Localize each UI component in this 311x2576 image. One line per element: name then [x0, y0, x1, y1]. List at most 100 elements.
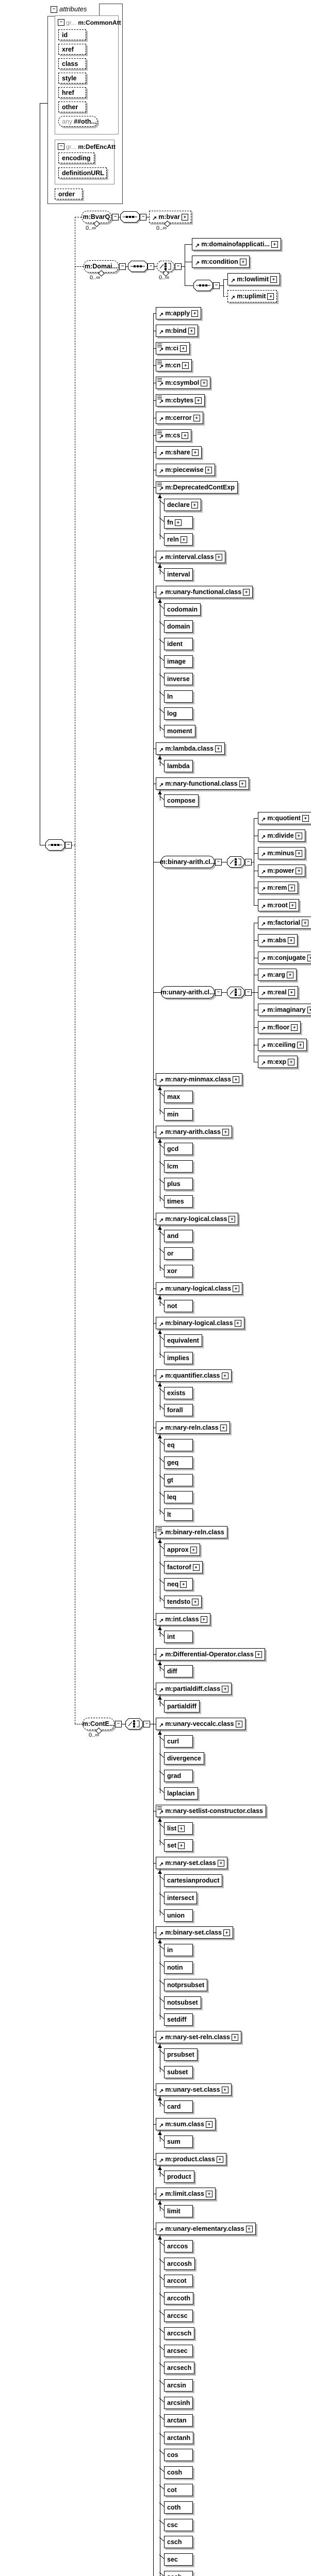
choice-compositor-icon[interactable]	[227, 856, 244, 870]
substitution-member-box[interactable]: gcd	[164, 1143, 193, 1155]
element-box[interactable]: ↗m:nary-set.class+	[156, 1857, 227, 1869]
expand-icon[interactable]: +	[192, 1598, 199, 1605]
element-box[interactable]: ↗m:csymbol+	[156, 377, 211, 389]
substitution-member-box[interactable]: image	[164, 655, 193, 668]
expand-icon[interactable]: +	[205, 466, 212, 473]
element-box[interactable]: ↗m:quotient+	[258, 812, 311, 824]
expand-icon[interactable]: +	[223, 1929, 230, 1936]
substitution-member-box[interactable]: in	[164, 1944, 193, 1956]
element-box[interactable]: ↗m:piecewise+	[156, 464, 215, 476]
collapse-icon[interactable]: −	[58, 143, 64, 150]
substitution-member-box[interactable]: neq+	[164, 1578, 193, 1590]
substitution-member-box[interactable]: notprsubset	[164, 1979, 208, 1991]
expand-icon[interactable]: +	[180, 1581, 187, 1588]
element-box[interactable]: ↗m:cbytes+	[156, 394, 205, 406]
element-box[interactable]: ↗m:unary-elementary.class+	[156, 2223, 256, 2235]
expand-icon[interactable]: +	[222, 1128, 229, 1136]
substitution-member-box[interactable]: times	[164, 1195, 193, 1208]
substitution-member-box[interactable]: reln+	[164, 533, 193, 546]
element-box[interactable]: ↗m:quantifier.class+	[156, 1369, 232, 1382]
expand-icon[interactable]: +	[188, 327, 195, 334]
expand-icon[interactable]: +	[190, 1546, 197, 1553]
element-box[interactable]: ↗m:nary-arith.class+	[156, 1126, 232, 1138]
substitution-member-box[interactable]: cosh	[164, 2466, 193, 2479]
substitution-member-box[interactable]: arccsch	[164, 2327, 195, 2340]
substitution-member-box[interactable]: implies	[164, 1352, 193, 1364]
substitution-member-box[interactable]: arccot	[164, 2275, 193, 2287]
expand-icon[interactable]: +	[179, 345, 187, 352]
element-box[interactable]: ↗m:condition+	[192, 256, 250, 268]
attribute-box[interactable]: id	[58, 29, 86, 40]
substitution-member-box[interactable]: grad	[164, 1770, 193, 1782]
expand-icon[interactable]: +	[182, 362, 189, 369]
element-box[interactable]: ↗m:bvar+	[149, 211, 191, 223]
element-box[interactable]: ↗m:exp+	[258, 1056, 298, 1068]
element-box[interactable]: ↗m:Differential-Operator.class+	[156, 1648, 265, 1660]
substitution-member-box[interactable]: min	[164, 1108, 193, 1121]
element-box[interactable]: ↗m:lambda.class+	[156, 742, 225, 755]
substitution-member-box[interactable]: lambda	[164, 760, 193, 772]
element-box[interactable]: ↗m:share+	[156, 446, 202, 459]
expand-icon[interactable]: +	[295, 832, 302, 839]
element-box[interactable]: ↗m:minus+	[258, 847, 306, 859]
expand-icon[interactable]: +	[181, 213, 188, 221]
element-box[interactable]: ↗m:limit.class+	[156, 2188, 216, 2200]
attribute-box[interactable]: xref	[58, 44, 86, 55]
group-ref-bubble[interactable]: m:unary-arith.cl...	[161, 986, 215, 998]
attribute-box[interactable]: href	[58, 87, 86, 98]
substitution-member-box[interactable]: cartesianproduct	[164, 1874, 223, 1887]
substitution-member-box[interactable]: csch	[164, 2536, 193, 2548]
substitution-member-box[interactable]: ln	[164, 690, 193, 703]
element-box[interactable]: ↗m:bind+	[156, 325, 198, 337]
element-box[interactable]: ↗m:nary-set-reln.class+	[156, 2031, 241, 2043]
element-box[interactable]: ↗m:nary-functional.class+	[156, 777, 249, 790]
substitution-member-box[interactable]: subset	[164, 2066, 193, 2078]
substitution-member-box[interactable]: declare+	[164, 499, 201, 511]
expand-icon[interactable]: +	[288, 937, 295, 944]
substitution-member-box[interactable]: cot	[164, 2484, 193, 2496]
expand-icon[interactable]: +	[288, 1058, 295, 1065]
element-box[interactable]: ↗m:abs+	[258, 934, 298, 946]
substitution-member-box[interactable]: leq	[164, 1491, 193, 1503]
collapse-icon[interactable]: −	[58, 19, 64, 26]
substitution-member-box[interactable]: diff	[164, 1665, 193, 1677]
expand-icon[interactable]: +	[239, 258, 247, 265]
element-box[interactable]: ↗m:binary-reln.class	[156, 1526, 227, 1538]
substitution-member-box[interactable]: notin	[164, 1961, 193, 1974]
substitution-member-box[interactable]: arctan	[164, 2414, 193, 2427]
substitution-member-box[interactable]: domain	[164, 620, 193, 633]
substitution-member-box[interactable]: csc	[164, 2519, 193, 2531]
expand-icon[interactable]: +	[180, 536, 187, 543]
element-box[interactable]: ↗m:conjugate+	[258, 952, 311, 964]
expand-icon[interactable]: +	[231, 2033, 238, 2041]
expand-icon[interactable]: +	[286, 971, 293, 978]
element-box[interactable]: ↗m:nary-setlist-constructor.class	[156, 1805, 266, 1817]
substitution-member-box[interactable]: log	[164, 707, 193, 720]
substitution-member-box[interactable]: intersect	[164, 1892, 198, 1904]
element-box[interactable]: ↗m:lowlimit+	[227, 273, 281, 285]
substitution-member-box[interactable]: equivalent	[164, 1334, 202, 1347]
substitution-member-box[interactable]: fn+	[164, 516, 193, 529]
expand-icon[interactable]: +	[192, 1564, 200, 1571]
substitution-member-box[interactable]: eq	[164, 1439, 193, 1451]
expand-icon[interactable]: +	[205, 2121, 212, 2128]
element-box[interactable]: ↗m:apply+	[156, 307, 202, 319]
substitution-member-box[interactable]: tendsto+	[164, 1596, 202, 1608]
substitution-member-box[interactable]: factorof+	[164, 1561, 203, 1573]
substitution-member-box[interactable]: or	[164, 1247, 193, 1260]
substitution-member-box[interactable]: approx+	[164, 1544, 200, 1556]
expand-icon[interactable]: +	[191, 310, 199, 317]
attribute-box[interactable]: definitionURL	[58, 167, 107, 178]
substitution-member-box[interactable]: xor	[164, 1265, 193, 1277]
element-box[interactable]: ↗m:unary-functional.class+	[156, 586, 253, 598]
element-box[interactable]: ↗m:product.class+	[156, 2153, 226, 2165]
substitution-member-box[interactable]: interval	[164, 568, 193, 581]
element-box[interactable]: ↗m:cs+	[156, 429, 192, 442]
expand-icon[interactable]: +	[289, 902, 296, 909]
expand-icon[interactable]: +	[297, 1041, 304, 1048]
element-box[interactable]: ↗m:ci+	[156, 342, 190, 354]
any-attribute-box[interactable]: any ##oth...	[58, 116, 97, 127]
substitution-member-box[interactable]: arcsin	[164, 2379, 193, 2392]
substitution-member-box[interactable]: partialdiff	[164, 1700, 200, 1713]
attribute-box[interactable]: encoding	[58, 152, 94, 163]
